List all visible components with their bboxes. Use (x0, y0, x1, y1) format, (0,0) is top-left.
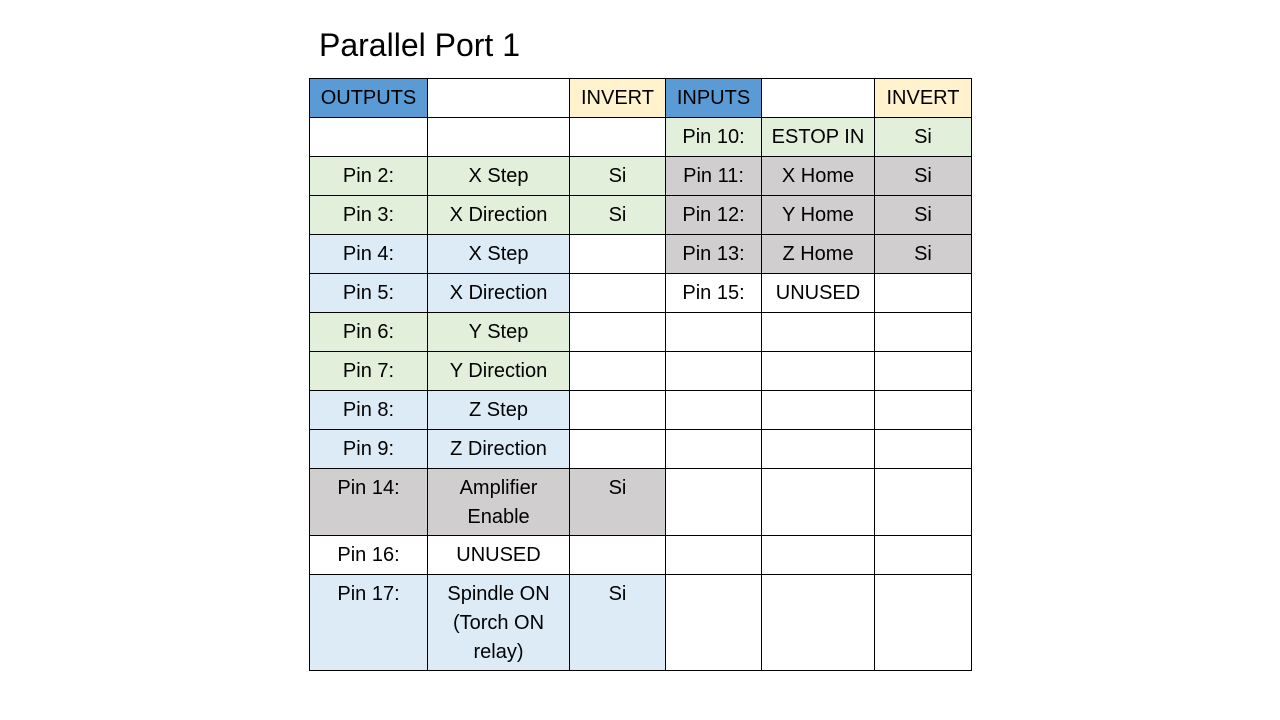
input-invert-cell: Si (874, 195, 972, 235)
input-name-cell: Y Home (761, 195, 875, 235)
output-invert-cell: Si (569, 574, 666, 671)
output-pin-cell: Pin 7: (309, 351, 428, 391)
outputs-header-blank (427, 78, 570, 118)
output-invert-cell: Si (569, 468, 666, 536)
parallel-port-table: OUTPUTS INVERT INPUTS INVERT Pin 10: EST… (309, 78, 972, 671)
output-pin-cell: Pin 2: (309, 156, 428, 196)
input-pin-cell (665, 351, 762, 391)
input-pin-cell: Pin 15: (665, 273, 762, 313)
table-row: Pin 7: Y Direction (309, 351, 972, 391)
input-name-cell: ESTOP IN (761, 117, 875, 157)
table-row: Pin 14: Amplifier Enable Si (309, 468, 972, 536)
table-row: Pin 5: X Direction Pin 15: UNUSED (309, 273, 972, 313)
output-pin-cell: Pin 17: (309, 574, 428, 671)
input-name-cell: X Home (761, 156, 875, 196)
input-invert-cell: Si (874, 117, 972, 157)
output-pin-cell: Pin 6: (309, 312, 428, 352)
input-invert-cell (874, 351, 972, 391)
input-pin-cell (665, 535, 762, 575)
input-name-cell (761, 574, 875, 671)
outputs-header: OUTPUTS (309, 78, 428, 118)
output-invert-cell (569, 312, 666, 352)
table-row: Pin 16: UNUSED (309, 535, 972, 575)
output-pin-cell: Pin 8: (309, 390, 428, 430)
table-row: Pin 4: X Step Pin 13: Z Home Si (309, 234, 972, 274)
table-row: Pin 2: X Step Si Pin 11: X Home Si (309, 156, 972, 196)
input-invert-cell (874, 574, 972, 671)
input-name-cell (761, 468, 875, 536)
inputs-header: INPUTS (665, 78, 762, 118)
output-invert-cell (569, 429, 666, 469)
input-invert-cell (874, 312, 972, 352)
output-pin-cell: Pin 14: (309, 468, 428, 536)
output-invert-cell (569, 351, 666, 391)
input-invert-cell (874, 535, 972, 575)
input-name-cell (761, 351, 875, 391)
output-name-cell: Z Step (427, 390, 570, 430)
output-invert-cell (569, 273, 666, 313)
output-name-cell: X Direction (427, 195, 570, 235)
table-row: Pin 8: Z Step (309, 390, 972, 430)
inputs-invert-header: INVERT (874, 78, 972, 118)
input-pin-cell (665, 468, 762, 536)
output-name-cell: Amplifier Enable (427, 468, 570, 536)
output-invert-cell (569, 117, 666, 157)
outputs-invert-header: INVERT (569, 78, 666, 118)
output-invert-cell: Si (569, 156, 666, 196)
inputs-header-blank (761, 78, 875, 118)
input-name-cell: Z Home (761, 234, 875, 274)
input-invert-cell (874, 468, 972, 536)
input-name-cell (761, 312, 875, 352)
output-invert-cell (569, 390, 666, 430)
output-name-cell: UNUSED (427, 535, 570, 575)
input-name-cell (761, 429, 875, 469)
output-name-cell: Y Step (427, 312, 570, 352)
input-name-cell (761, 390, 875, 430)
output-invert-cell (569, 535, 666, 575)
output-name-cell: Y Direction (427, 351, 570, 391)
output-name-cell: X Step (427, 234, 570, 274)
output-invert-cell (569, 234, 666, 274)
output-name-cell (427, 117, 570, 157)
input-name-cell (761, 535, 875, 575)
header-row: OUTPUTS INVERT INPUTS INVERT (309, 78, 972, 118)
table-row: Pin 17: Spindle ON (Torch ON relay) Si (309, 574, 972, 671)
output-invert-cell: Si (569, 195, 666, 235)
input-name-cell: UNUSED (761, 273, 875, 313)
input-pin-cell: Pin 13: (665, 234, 762, 274)
output-pin-cell: Pin 5: (309, 273, 428, 313)
input-pin-cell (665, 574, 762, 671)
output-name-cell: X Step (427, 156, 570, 196)
table-row: Pin 3: X Direction Si Pin 12: Y Home Si (309, 195, 972, 235)
output-name-cell: Spindle ON (Torch ON relay) (427, 574, 570, 671)
input-invert-cell: Si (874, 234, 972, 274)
input-invert-cell: Si (874, 156, 972, 196)
output-name-cell: Z Direction (427, 429, 570, 469)
input-pin-cell (665, 390, 762, 430)
input-pin-cell (665, 312, 762, 352)
output-pin-cell (309, 117, 428, 157)
input-invert-cell (874, 390, 972, 430)
table-row: Pin 6: Y Step (309, 312, 972, 352)
input-pin-cell (665, 429, 762, 469)
output-pin-cell: Pin 16: (309, 535, 428, 575)
page-title: Parallel Port 1 (319, 27, 520, 63)
input-pin-cell: Pin 11: (665, 156, 762, 196)
input-pin-cell: Pin 10: (665, 117, 762, 157)
output-name-cell: X Direction (427, 273, 570, 313)
output-pin-cell: Pin 3: (309, 195, 428, 235)
output-pin-cell: Pin 9: (309, 429, 428, 469)
table-row: Pin 10: ESTOP IN Si (309, 117, 972, 157)
table-row: Pin 9: Z Direction (309, 429, 972, 469)
input-invert-cell (874, 429, 972, 469)
input-pin-cell: Pin 12: (665, 195, 762, 235)
input-invert-cell (874, 273, 972, 313)
output-pin-cell: Pin 4: (309, 234, 428, 274)
